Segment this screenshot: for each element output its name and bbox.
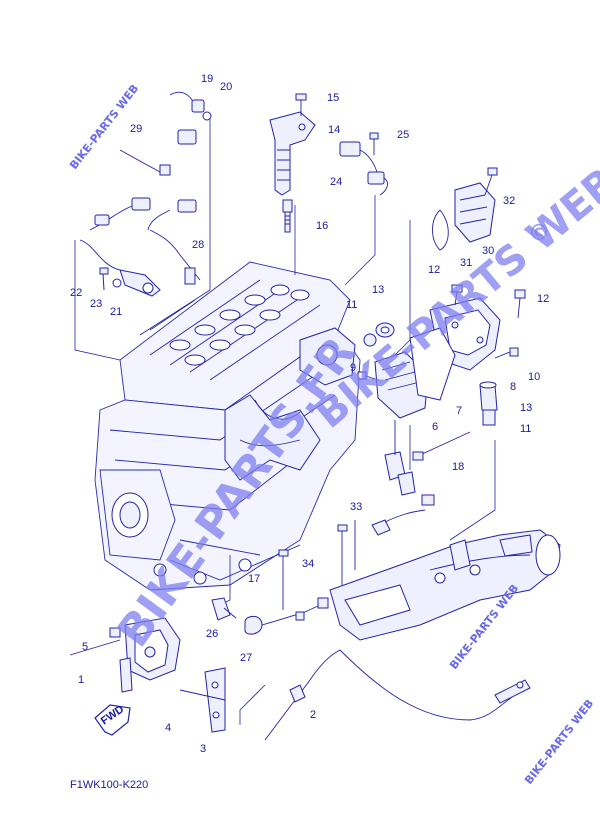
callout-15: 15 — [327, 92, 339, 104]
callout-11-upper: 11 — [346, 299, 357, 311]
forward-direction-arrow-icon — [94, 704, 131, 736]
callout-34: 34 — [302, 558, 314, 570]
callout-26: 26 — [206, 628, 218, 640]
callout-8: 8 — [510, 381, 516, 393]
callout-28: 28 — [192, 239, 204, 251]
callout-20: 20 — [220, 81, 232, 93]
bolts-17-34 — [278, 509, 426, 610]
bottom-left-parts — [94, 617, 226, 736]
callout-24: 24 — [330, 176, 342, 188]
callout-17: 17 — [248, 573, 260, 585]
callout-2: 2 — [310, 709, 316, 721]
callout-29: 29 — [130, 123, 142, 135]
callout-3: 3 — [200, 743, 206, 755]
long-bolt-18 — [412, 431, 471, 461]
callout-31: 31 — [460, 257, 472, 269]
callout-13-upper: 13 — [372, 284, 384, 296]
engine-block — [94, 261, 361, 591]
callout-21: 21 — [110, 306, 122, 318]
speed-sensor-cable — [264, 649, 531, 741]
callout-32: 32 — [503, 195, 515, 207]
callout-9: 9 — [350, 362, 356, 374]
callout-1: 1 — [78, 674, 84, 686]
callout-25: 25 — [397, 129, 409, 141]
callout-22: 22 — [70, 287, 82, 299]
callout-23: 23 — [90, 298, 102, 310]
callout-7: 7 — [456, 405, 462, 417]
callout-30: 30 — [482, 245, 494, 257]
callout-18: 18 — [452, 461, 464, 473]
watermark-copyright: © — [528, 221, 550, 246]
callout-numbers: 1 2 3 4 5 6 7 8 9 10 11 11 12 12 13 13 1… — [70, 73, 549, 755]
callout-33: 33 — [350, 501, 362, 513]
exhaust-pipe — [329, 529, 561, 641]
callout-11-lower: 11 — [520, 423, 531, 435]
callout-5: 5 — [82, 641, 88, 653]
callout-12-right: 12 — [537, 293, 549, 305]
callout-27: 27 — [240, 652, 252, 664]
callout-13-lower: 13 — [520, 402, 532, 414]
sensor-24-25 — [339, 132, 388, 196]
camshaft-journals — [169, 284, 310, 366]
callout-16: 16 — [316, 220, 328, 232]
ignition-coil — [269, 93, 316, 233]
watermark-small-bottom: BIKE-PARTS WEB — [522, 697, 596, 787]
callout-12-left: 12 — [428, 264, 440, 276]
sensor-harness-left — [79, 91, 212, 297]
callout-10: 10 — [528, 371, 540, 383]
callout-14: 14 — [328, 124, 340, 136]
sensor-26-27 — [211, 597, 329, 635]
callout-19: 19 — [201, 73, 213, 85]
ecu-module — [357, 322, 456, 506]
callout-6: 6 — [432, 421, 438, 433]
diagram-code: F1WK100-K220 — [70, 779, 148, 791]
callout-4: 4 — [165, 722, 171, 734]
